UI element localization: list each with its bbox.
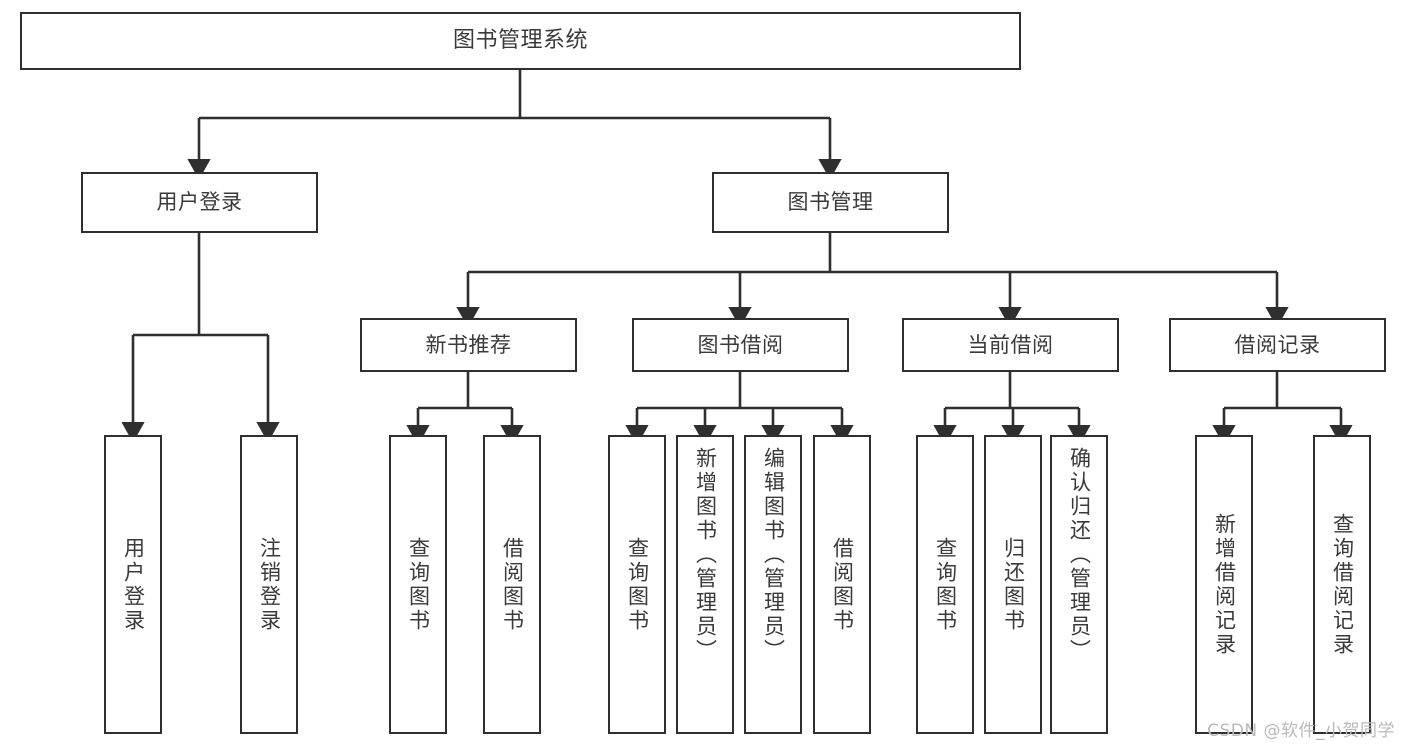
node-label: 查询图书 <box>933 536 958 633</box>
node-new-book-recommend[interactable]: 新书推荐 <box>360 318 577 372</box>
node-label: 图书管理系统 <box>452 28 588 54</box>
node-user-login[interactable]: 用户登录 <box>81 172 318 233</box>
node-label: 新增图书（管理员） <box>693 447 718 663</box>
node-book-management[interactable]: 图书管理 <box>712 172 949 233</box>
watermark-text: CSDN @软件_小贺同学 <box>1207 721 1395 741</box>
node-label: 图书借阅 <box>697 332 784 357</box>
leaf-add-borrow-record[interactable]: 新增借阅记录 <box>1195 435 1253 734</box>
leaf-return-book[interactable]: 归还图书 <box>984 435 1042 734</box>
node-label: 查询图书 <box>406 536 431 633</box>
leaf-query-book-borrow[interactable]: 查询图书 <box>608 435 666 734</box>
node-label: 查询图书 <box>625 536 650 633</box>
leaf-user-logout[interactable]: 注销登录 <box>240 435 298 734</box>
leaf-query-borrow-record[interactable]: 查询借阅记录 <box>1313 435 1371 734</box>
node-label: 新增借阅记录 <box>1212 512 1237 657</box>
node-label: 归还图书 <box>1001 536 1026 633</box>
node-label: 新书推荐 <box>425 332 512 357</box>
node-root-system[interactable]: 图书管理系统 <box>20 12 1021 70</box>
node-label: 用户登录 <box>121 536 146 633</box>
node-label: 确认归还（管理员） <box>1067 447 1092 663</box>
node-label: 借阅记录 <box>1234 332 1321 357</box>
leaf-add-book-admin[interactable]: 新增图书（管理员） <box>676 435 734 734</box>
leaf-user-login[interactable]: 用户登录 <box>104 435 162 734</box>
leaf-borrow-book-recommend[interactable]: 借阅图书 <box>483 435 541 734</box>
node-borrow-records[interactable]: 借阅记录 <box>1169 318 1386 372</box>
leaf-edit-book-admin[interactable]: 编辑图书（管理员） <box>744 435 802 734</box>
node-label: 借阅图书 <box>500 536 525 633</box>
leaf-query-book-recommend[interactable]: 查询图书 <box>389 435 447 734</box>
node-book-borrow[interactable]: 图书借阅 <box>632 318 849 372</box>
leaf-borrow-book[interactable]: 借阅图书 <box>813 435 871 734</box>
node-label: 编辑图书（管理员） <box>761 447 786 663</box>
leaf-query-book-current[interactable]: 查询图书 <box>916 435 974 734</box>
node-label: 注销登录 <box>257 536 282 633</box>
node-label: 当前借阅 <box>967 332 1054 357</box>
node-label: 借阅图书 <box>830 536 855 633</box>
node-current-borrow[interactable]: 当前借阅 <box>902 318 1119 372</box>
node-label: 图书管理 <box>787 190 874 215</box>
leaf-confirm-return-admin[interactable]: 确认归还（管理员） <box>1050 435 1108 734</box>
node-label: 查询借阅记录 <box>1330 512 1355 657</box>
node-label: 用户登录 <box>156 190 243 215</box>
